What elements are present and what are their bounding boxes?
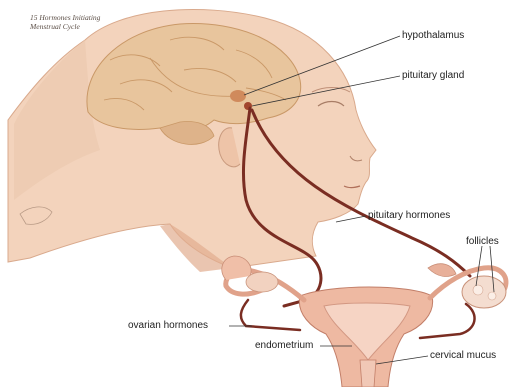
label-pituitary-hormones: pituitary hormones	[368, 210, 450, 222]
follicle-a	[473, 285, 483, 295]
label-pituitary-gland: pituitary gland	[402, 70, 464, 82]
right-fimbriae	[428, 264, 456, 277]
label-hypothalamus: hypothalamus	[402, 30, 464, 42]
label-follicles: follicles	[466, 236, 499, 248]
label-cervical-mucus: cervical mucus	[430, 350, 496, 362]
hypothalamus-marker	[230, 90, 246, 102]
label-endometrium: endometrium	[255, 340, 313, 352]
left-ovary	[246, 272, 278, 292]
follicle-b	[488, 292, 496, 300]
right-ovary-with-follicles	[462, 276, 506, 308]
cervical-canal	[360, 360, 376, 387]
leader-pituitary-hormones	[336, 216, 366, 222]
label-ovarian-hormones: ovarian hormones	[128, 320, 208, 332]
